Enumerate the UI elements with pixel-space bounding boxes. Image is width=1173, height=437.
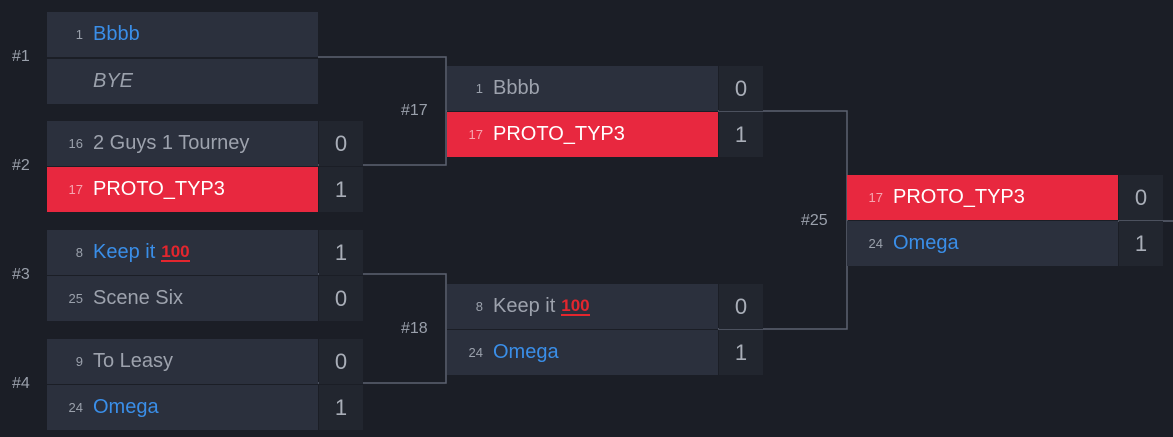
match-label: #25 xyxy=(801,212,828,229)
seed: 1 xyxy=(475,81,483,96)
score: 1 xyxy=(719,330,763,375)
score: 0 xyxy=(319,339,363,384)
team-name[interactable]: To Leasy xyxy=(93,350,174,372)
score: 1 xyxy=(319,230,363,275)
match-label: #1 xyxy=(12,48,30,65)
team-slot[interactable]: 24 Omega xyxy=(447,330,718,375)
team-name[interactable]: Omega xyxy=(893,232,959,254)
seed: 1 xyxy=(75,27,83,42)
team-name[interactable]: PROTO_TYP3 xyxy=(93,178,225,200)
team-name[interactable]: Keep it xyxy=(93,241,156,263)
score: 1 xyxy=(319,167,363,212)
match-label: #4 xyxy=(12,375,30,392)
score: 0 xyxy=(1119,175,1163,220)
hundred-points-emoji-icon: 100 xyxy=(161,241,190,261)
score: 1 xyxy=(719,112,763,157)
seed: 16 xyxy=(68,136,83,151)
team-slot[interactable]: 17 PROTO_TYP3 xyxy=(47,167,318,212)
team-name[interactable]: Omega xyxy=(93,396,159,418)
team-name[interactable]: Omega xyxy=(493,341,559,363)
team-name[interactable]: Scene Six xyxy=(93,287,184,309)
seed: 24 xyxy=(868,236,883,251)
seed: 24 xyxy=(468,345,483,360)
hundred-points-emoji-icon: 100 xyxy=(561,295,590,315)
seed: 17 xyxy=(468,127,483,142)
seed: 8 xyxy=(75,245,83,260)
team-slot[interactable]: 24 Omega xyxy=(47,385,318,430)
score: 0 xyxy=(719,284,763,329)
seed: 17 xyxy=(68,182,83,197)
match-label: #3 xyxy=(12,266,30,283)
seed: 8 xyxy=(475,299,483,314)
team-slot[interactable]: 1 Bbbb xyxy=(47,12,318,57)
seed: 9 xyxy=(75,354,83,369)
score: 0 xyxy=(319,276,363,321)
team-slot[interactable]: 8 Keep it 100 xyxy=(447,284,718,329)
match-label: #18 xyxy=(401,320,428,337)
team-slot[interactable]: 16 2 Guys 1 Tourney xyxy=(47,121,318,166)
team-slot[interactable]: 9 To Leasy xyxy=(47,339,318,384)
seed: 17 xyxy=(868,190,883,205)
team-name[interactable]: Bbbb xyxy=(493,77,540,99)
match-label: #17 xyxy=(401,102,428,119)
score: 0 xyxy=(719,66,763,111)
team-slot[interactable]: 17 PROTO_TYP3 xyxy=(847,175,1118,220)
team-name: BYE xyxy=(93,70,134,92)
team-slot[interactable]: 17 PROTO_TYP3 xyxy=(447,112,718,157)
score: 1 xyxy=(1119,221,1163,266)
team-name[interactable]: PROTO_TYP3 xyxy=(493,123,625,145)
team-name[interactable]: PROTO_TYP3 xyxy=(893,186,1025,208)
score: 0 xyxy=(319,121,363,166)
score: 1 xyxy=(319,385,363,430)
seed: 25 xyxy=(68,291,83,306)
seed: 24 xyxy=(68,400,83,415)
match-label: #2 xyxy=(12,157,30,174)
team-slot[interactable]: 1 Bbbb xyxy=(447,66,718,111)
team-slot[interactable]: 24 Omega xyxy=(847,221,1118,266)
team-slot[interactable]: 25 Scene Six xyxy=(47,276,318,321)
team-slot: BYE xyxy=(47,59,318,104)
team-name[interactable]: 2 Guys 1 Tourney xyxy=(93,132,250,154)
team-name[interactable]: Bbbb xyxy=(93,23,140,45)
team-slot[interactable]: 8 Keep it 100 xyxy=(47,230,318,275)
team-name[interactable]: Keep it xyxy=(493,295,556,317)
